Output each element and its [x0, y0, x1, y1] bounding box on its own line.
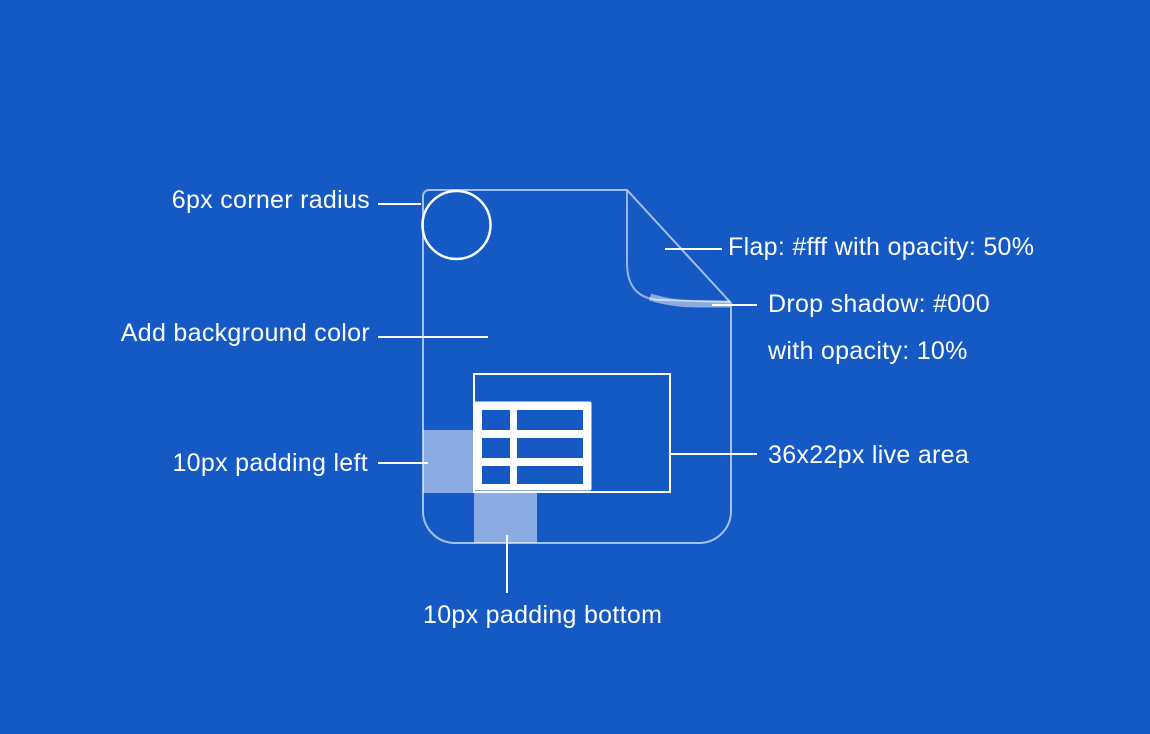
corner-radius-circle	[421, 189, 492, 261]
table-icon-cell	[482, 410, 510, 430]
table-icon-cell	[482, 466, 510, 484]
padding-left-overlay	[423, 430, 473, 493]
drop-shadow-band	[648, 293, 730, 308]
annotation-drop-shadow: Drop shadow: #000 with opacity: 10%	[768, 281, 990, 375]
table-icon-cell	[517, 466, 583, 484]
live-area-rect	[473, 373, 671, 493]
table-icon-cell	[482, 438, 510, 458]
padding-bottom-overlay	[474, 493, 537, 543]
annotation-drop-shadow-line1: Drop shadow: #000	[768, 290, 990, 318]
annotation-padding-bottom: 10px padding bottom	[423, 601, 663, 629]
annotation-live-area: 36x22px live area	[768, 441, 970, 469]
table-icon	[474, 401, 592, 491]
annotation-corner-radius: 6px corner radius	[171, 186, 370, 214]
table-icon-cell	[517, 410, 583, 430]
annotation-padding-left: 10px padding left	[172, 449, 368, 477]
annotation-background-color: Add background color	[120, 319, 370, 347]
annotation-flap: Flap: #fff with opacity: 50%	[728, 233, 1035, 261]
annotation-drop-shadow-line2: with opacity: 10%	[768, 337, 968, 365]
table-icon-cell	[517, 438, 583, 458]
document-outline	[422, 189, 732, 544]
